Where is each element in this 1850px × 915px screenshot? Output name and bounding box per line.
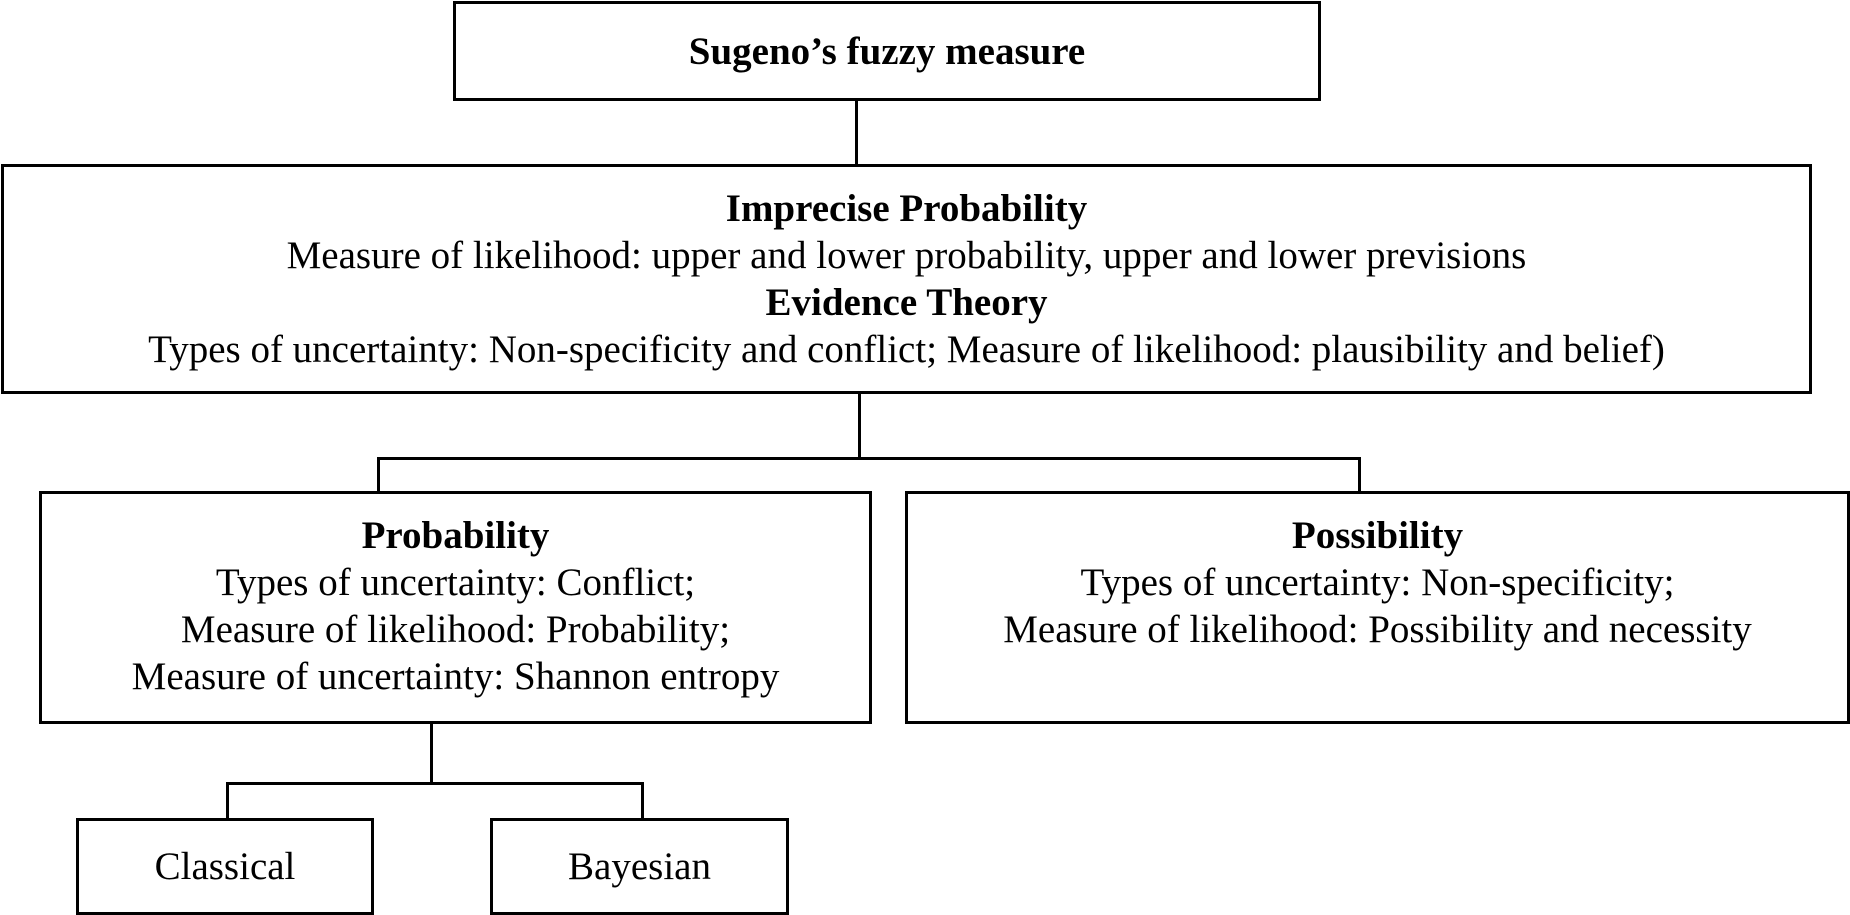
possibility-line-likelihood: Measure of likelihood: Possibility and n…	[1003, 608, 1752, 651]
sugeno-title: Sugeno’s fuzzy measure	[688, 29, 1086, 73]
connector-imprecise-down	[858, 394, 861, 460]
probability-line-likelihood: Measure of likelihood: Probability;	[180, 608, 731, 651]
connector-sub-branch-to-classical	[226, 782, 229, 818]
classical-label: Classical	[154, 845, 296, 888]
connector-branch-horizontal	[377, 457, 1361, 460]
imprecise-probability-node: Imprecise Probability Measure of likelih…	[1, 164, 1812, 394]
evidence-theory-description: Types of uncertainty: Non-specificity an…	[148, 328, 1665, 371]
possibility-line-uncertainty-type: Types of uncertainty: Non-specificity;	[1080, 561, 1675, 604]
connector-probability-down	[430, 724, 433, 785]
connector-branch-to-possibility	[1358, 457, 1361, 491]
probability-title: Probability	[361, 514, 550, 557]
bayesian-label: Bayesian	[568, 845, 711, 888]
evidence-theory-title: Evidence Theory	[765, 281, 1048, 324]
connector-sugeno-to-imprecise	[855, 101, 858, 164]
classical-node: Classical	[76, 818, 374, 915]
sugeno-fuzzy-measure-node: Sugeno’s fuzzy measure	[453, 1, 1321, 101]
connector-sub-branch-horizontal	[226, 782, 644, 785]
imprecise-probability-description: Measure of likelihood: upper and lower p…	[286, 234, 1527, 277]
probability-line-uncertainty-measure: Measure of uncertainty: Shannon entropy	[131, 655, 780, 698]
connector-branch-to-probability	[377, 457, 380, 491]
probability-node: Probability Types of uncertainty: Confli…	[39, 491, 872, 724]
probability-line-uncertainty-type: Types of uncertainty: Conflict;	[215, 561, 696, 604]
possibility-title: Possibility	[1291, 514, 1464, 557]
imprecise-probability-title: Imprecise Probability	[725, 187, 1088, 230]
bayesian-node: Bayesian	[490, 818, 789, 915]
connector-sub-branch-to-bayesian	[641, 782, 644, 818]
possibility-node: Possibility Types of uncertainty: Non-sp…	[905, 491, 1850, 724]
